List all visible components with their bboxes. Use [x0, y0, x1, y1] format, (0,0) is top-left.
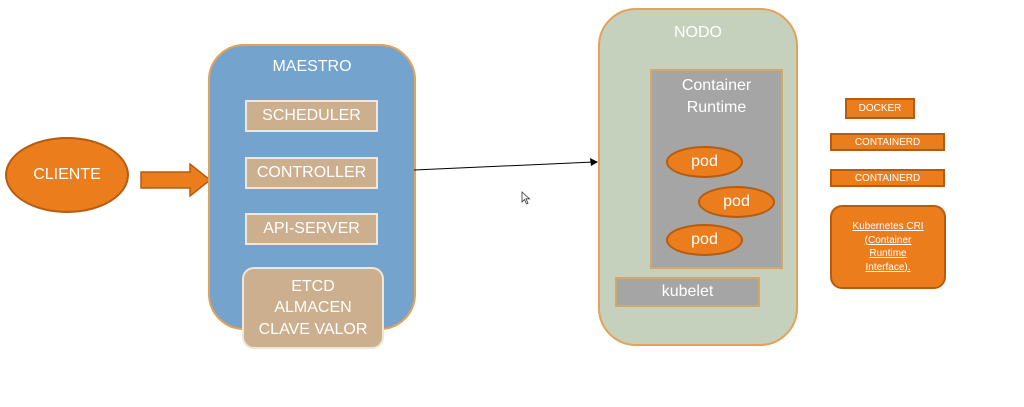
etcd-label-line1: ETCD	[291, 277, 335, 295]
containerd-label-1: CONTAINERD	[854, 136, 921, 148]
docker-label: DOCKER	[858, 103, 902, 114]
scheduler-label: SCHEDULER	[262, 107, 361, 125]
kubernetes-cri-box[interactable]: Kubernetes CRI (Container Runtime Interf…	[830, 205, 946, 289]
pod-1-label: pod	[691, 153, 718, 170]
etcd-label-line2: ALMACEN	[274, 299, 352, 317]
controller-label: CONTROLLER	[256, 164, 367, 182]
kubelet-box: kubelet	[615, 277, 760, 307]
container-runtime-line2: Runtime	[686, 99, 747, 117]
kubernetes-cri-link[interactable]: Kubernetes CRI (Container Runtime Interf…	[852, 221, 924, 273]
containerd-tag-2: CONTAINERD	[830, 169, 945, 187]
container-runtime-label: Container Runtime	[650, 75, 783, 120]
pod-2: pod	[698, 186, 775, 218]
api-server-label: API-SERVER	[263, 220, 360, 238]
mouse-pointer-icon	[521, 191, 531, 205]
scheduler-box: SCHEDULER	[245, 100, 378, 132]
pod-3: pod	[666, 224, 743, 256]
kubelet-label: kubelet	[661, 283, 714, 300]
containerd-label-2: CONTAINERD	[854, 172, 921, 184]
pod-3-label: pod	[691, 231, 718, 248]
docker-tag: DOCKER	[845, 98, 915, 119]
nodo-title: NODO	[674, 24, 722, 41]
controller-box: CONTROLLER	[245, 157, 378, 189]
container-runtime-line1: Container	[681, 77, 752, 94]
maestro-title: MAESTRO	[272, 58, 352, 75]
etcd-label-line3: CLAVE VALOR	[258, 320, 368, 338]
api-server-box: API-SERVER	[245, 213, 378, 245]
cliente-node: CLIENTE	[5, 137, 129, 213]
cliente-to-maestro-arrow	[140, 163, 212, 197]
pod-2-label: pod	[723, 193, 750, 210]
etcd-box: ETCD ALMACEN CLAVE VALOR	[242, 267, 384, 349]
pod-1: pod	[666, 146, 743, 178]
containerd-tag-1: CONTAINERD	[830, 133, 945, 151]
cliente-label: CLIENTE	[33, 166, 101, 183]
maestro-to-nodo-connector	[414, 158, 598, 171]
